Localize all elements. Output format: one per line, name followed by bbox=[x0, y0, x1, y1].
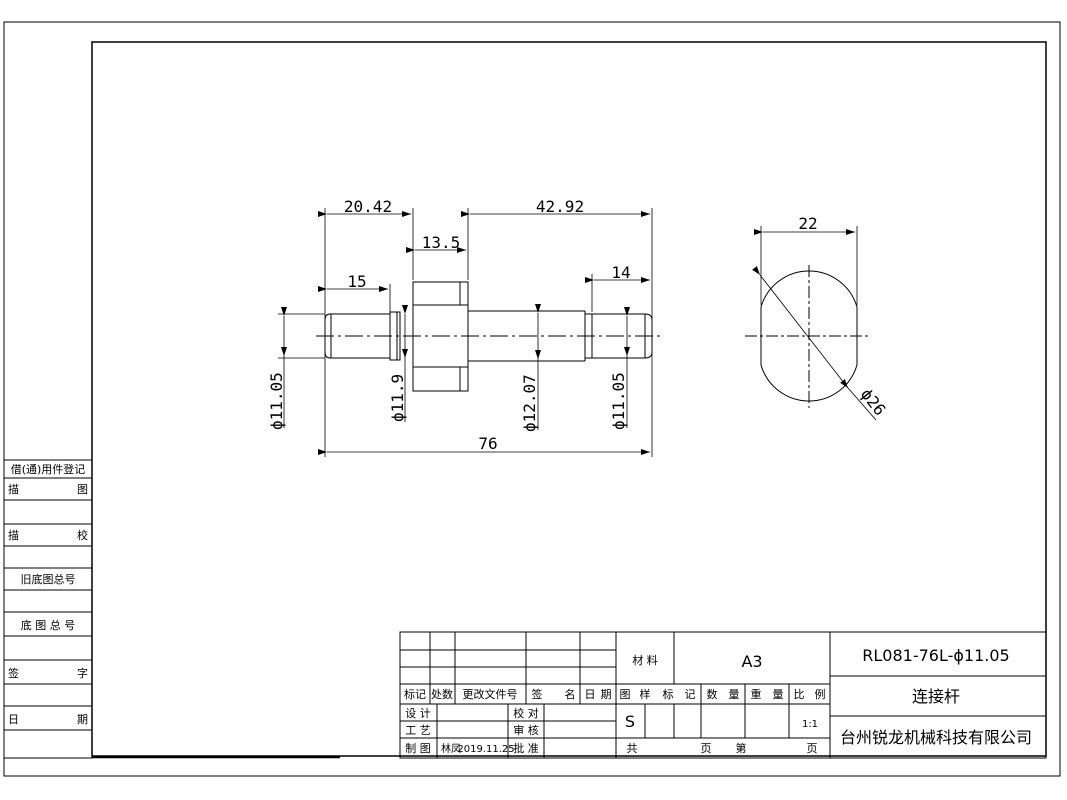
rev-header-1: 处数 bbox=[431, 688, 453, 701]
stage-header-1: 样 bbox=[640, 687, 651, 701]
dim-76: 76 bbox=[478, 434, 497, 453]
process-label: 工 艺 bbox=[405, 724, 431, 737]
stage-header-2: 标 bbox=[663, 687, 674, 701]
dim-phi-11-9: ϕ11.9 bbox=[388, 374, 407, 422]
dim-42-92: 42.92 bbox=[536, 197, 584, 216]
rev-header-3: 签 bbox=[532, 687, 543, 701]
register-row-4: 旧底图总号 bbox=[21, 572, 76, 586]
outer-frame bbox=[3, 21, 1061, 777]
dim-phi-11-05-right: ϕ11.05 bbox=[609, 372, 628, 430]
dim-13-5: 13.5 bbox=[422, 233, 461, 252]
inner-frame bbox=[91, 41, 1047, 757]
part-name: 连接杆 bbox=[912, 687, 960, 706]
material-value: A3 bbox=[741, 652, 762, 671]
rev-header-4: 名 bbox=[565, 687, 576, 701]
dim-phi-26: ϕ26 bbox=[857, 385, 890, 419]
dim-20-42: 20.42 bbox=[344, 197, 392, 216]
stage-header-9: 例 bbox=[815, 687, 826, 701]
register-row-6: 签 bbox=[8, 666, 19, 680]
left-register-grid bbox=[3, 459, 93, 759]
company-name: 台州锐龙机械科技有限公司 bbox=[840, 728, 1032, 747]
stage-header-8: 比 bbox=[794, 688, 805, 701]
sheet-no-label: 第 bbox=[736, 741, 747, 755]
design-label: 设 计 bbox=[405, 707, 431, 720]
stage-header-5: 量 bbox=[729, 688, 740, 701]
title-block-grid bbox=[399, 631, 1047, 759]
stage-header-6: 重 bbox=[751, 687, 762, 701]
register-row-3: 校 bbox=[77, 528, 88, 542]
drawing-number: RL081-76L-ϕ11.05 bbox=[862, 646, 1009, 665]
side-view bbox=[745, 226, 877, 421]
rev-header-0: 标记 bbox=[404, 687, 426, 701]
stage-header-0: 图 bbox=[620, 688, 631, 701]
register-row-5: 底 图 总 号 bbox=[21, 618, 76, 632]
approve-label: 批 准 bbox=[513, 741, 539, 755]
stage-value: S bbox=[625, 712, 635, 731]
sheet-page-label-1: 页 bbox=[701, 742, 712, 755]
dim-15: 15 bbox=[347, 272, 366, 291]
sheet-total-label: 共 bbox=[627, 742, 638, 755]
rev-header-6: 期 bbox=[601, 688, 612, 701]
rev-header-2: 更改文件号 bbox=[463, 687, 518, 701]
sheet-page-label-2: 页 bbox=[807, 742, 818, 755]
stage-header-7: 量 bbox=[773, 688, 784, 701]
register-row-9: 期 bbox=[77, 713, 88, 726]
drawn-by: 林凤 bbox=[441, 742, 461, 755]
extension-lines bbox=[278, 208, 653, 457]
register-row-0: 描 bbox=[8, 482, 19, 496]
drawn-label: 制 图 bbox=[405, 742, 431, 755]
register-row-7: 字 bbox=[77, 666, 88, 680]
dim-14: 14 bbox=[611, 263, 630, 282]
stage-header-4: 数 bbox=[707, 688, 718, 701]
check-label: 校 对 bbox=[513, 706, 539, 720]
dim-phi-11-05-left: ϕ11.05 bbox=[267, 372, 286, 430]
dim-phi-12-07: ϕ12.07 bbox=[520, 374, 539, 432]
review-label: 审 核 bbox=[513, 723, 539, 737]
register-row-8: 日 bbox=[8, 713, 19, 726]
register-row-1: 图 bbox=[77, 483, 88, 496]
register-title: 借(通)用件登记 bbox=[11, 462, 86, 476]
register-row-2: 描 bbox=[8, 528, 19, 542]
stage-header-3: 记 bbox=[685, 688, 696, 701]
scale-value: 1:1 bbox=[802, 719, 818, 730]
rev-header-5: 日 bbox=[585, 688, 596, 701]
material-label: 材 料 bbox=[632, 653, 658, 667]
dimension-lines bbox=[281, 211, 650, 455]
dim-22: 22 bbox=[798, 214, 817, 233]
drawn-date: 2019.11.25 bbox=[457, 744, 514, 755]
